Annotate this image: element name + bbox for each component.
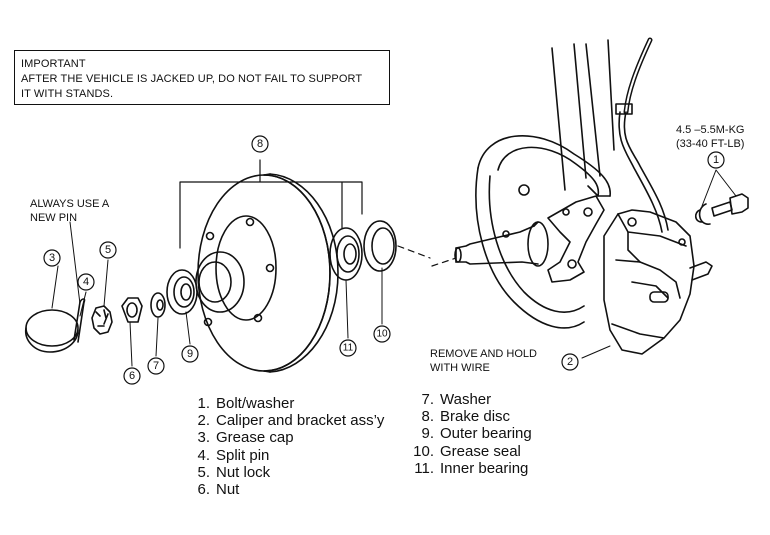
callout-6 — [123, 367, 141, 385]
legend-num: 11. — [414, 459, 434, 477]
strut — [551, 39, 615, 191]
legend-item: 1. Bolt/washer — [186, 395, 384, 412]
bolt-washer — [694, 193, 749, 225]
legend-item: 6. Nut — [186, 481, 384, 498]
legend-num: 7. — [421, 391, 434, 408]
legend-item: 11. Inner bearing — [406, 460, 532, 477]
legend-item: 5. Nut lock — [186, 464, 384, 481]
grease-cap — [25, 309, 79, 353]
brake-hose — [615, 37, 669, 233]
callout-3-label: 3 — [49, 252, 55, 264]
callout-5 — [99, 241, 117, 259]
legend-item: 7. Washer — [406, 391, 532, 408]
brake-disc — [195, 173, 339, 373]
callout-8 — [251, 135, 269, 153]
legend-text: Bolt/washer — [216, 395, 295, 412]
legend-item: 9. Outer bearing — [406, 425, 532, 443]
callout-7 — [147, 357, 165, 375]
legend-text: Outer bearing — [440, 425, 532, 443]
legend-num: 4. — [197, 446, 210, 464]
legend-num: 8. — [421, 408, 434, 426]
wire-note-line-2: WITH WIRE — [430, 362, 490, 374]
legend-text: Nut — [216, 481, 240, 499]
legend-text: Split pin — [216, 446, 270, 464]
legend-num: 3. — [197, 429, 210, 447]
callout-5-label: 5 — [105, 244, 111, 256]
wire-note-line-1: REMOVE AND HOLD — [430, 348, 537, 360]
legend-item: 4. Split pin — [186, 447, 384, 464]
backing-plate — [475, 135, 611, 329]
callout-1-label: 1 — [713, 154, 719, 166]
pin-note-line-1: ALWAYS USE A — [30, 198, 110, 210]
grease-seal — [363, 220, 397, 272]
callout-11-label: 11 — [343, 343, 354, 354]
callout-10-label: 10 — [376, 329, 388, 340]
warning-line-1: AFTER THE VEHICLE IS JACKED UP, DO NOT F… — [21, 73, 363, 85]
torque-note-line-2: (33-40 FT-LB) — [676, 138, 745, 150]
callout-2 — [561, 353, 579, 371]
pin-note-line-2: NEW PIN — [30, 212, 78, 224]
legend-text: Brake disc — [440, 408, 511, 426]
callout-9 — [181, 345, 199, 363]
legend-num: 10. — [413, 442, 434, 460]
legend-num: 1. — [197, 395, 210, 412]
legend-item: 2. Caliper and bracket ass’y — [186, 412, 384, 429]
legend-text: Nut lock — [216, 463, 271, 481]
callout-6-label: 6 — [129, 370, 135, 382]
callout-11 — [339, 339, 357, 357]
legend-text: Washer — [440, 391, 492, 408]
warning-line-2: IT WITH STANDS. — [21, 88, 114, 100]
callout-2-label: 2 — [567, 356, 573, 368]
legend-text: Grease cap — [216, 429, 294, 447]
callouts — [43, 135, 725, 385]
spindle — [454, 221, 549, 267]
warning-box: IMPORTANT AFTER THE VEHICLE IS JACKED UP… — [14, 50, 390, 105]
parts-legend-left: 1. Bolt/washer 2. Caliper and bracket ass’… — [186, 395, 384, 498]
torque-note: 4.5 –5.5M-KG (33-40 FT-LB) — [676, 123, 744, 151]
split-pin — [73, 298, 86, 343]
parts-legend-right: 7. Washer 8. Brake disc 9. Outer bearing 10… — [406, 391, 532, 477]
callout-10 — [373, 325, 391, 343]
legend-item: 8. Brake disc — [406, 408, 532, 425]
outer-bearing — [166, 269, 198, 315]
legend-num: 9. — [421, 425, 434, 443]
nut-lock — [91, 305, 113, 335]
callout-4-label: 4 — [83, 276, 89, 288]
washer — [150, 292, 166, 318]
pin-note: ALWAYS USE A NEW PIN — [30, 197, 109, 225]
caliper — [603, 209, 713, 355]
inner-bearing — [329, 227, 363, 281]
knuckle-arm — [547, 195, 605, 283]
wire-note: REMOVE AND HOLD WITH WIRE — [430, 347, 537, 375]
legend-text: Caliper and bracket ass’y — [216, 412, 385, 430]
callout-4 — [77, 273, 95, 291]
torque-note-line-1: 4.5 –5.5M-KG — [676, 124, 745, 136]
callout-8-label: 8 — [257, 138, 263, 150]
legend-item: 10. Grease seal — [406, 443, 532, 460]
callout-3 — [43, 249, 61, 267]
legend-text: Grease seal — [440, 442, 521, 460]
legend-text: Inner bearing — [440, 459, 529, 477]
nut — [121, 297, 143, 323]
warning-title: IMPORTANT — [21, 58, 86, 70]
callout-1 — [707, 151, 725, 169]
callout-7-label: 7 — [153, 360, 159, 372]
legend-item: 3. Grease cap — [186, 429, 384, 446]
legend-num: 5. — [197, 463, 210, 481]
callout-9-label: 9 — [187, 348, 193, 360]
legend-num: 6. — [197, 481, 210, 499]
legend-num: 2. — [197, 412, 210, 430]
